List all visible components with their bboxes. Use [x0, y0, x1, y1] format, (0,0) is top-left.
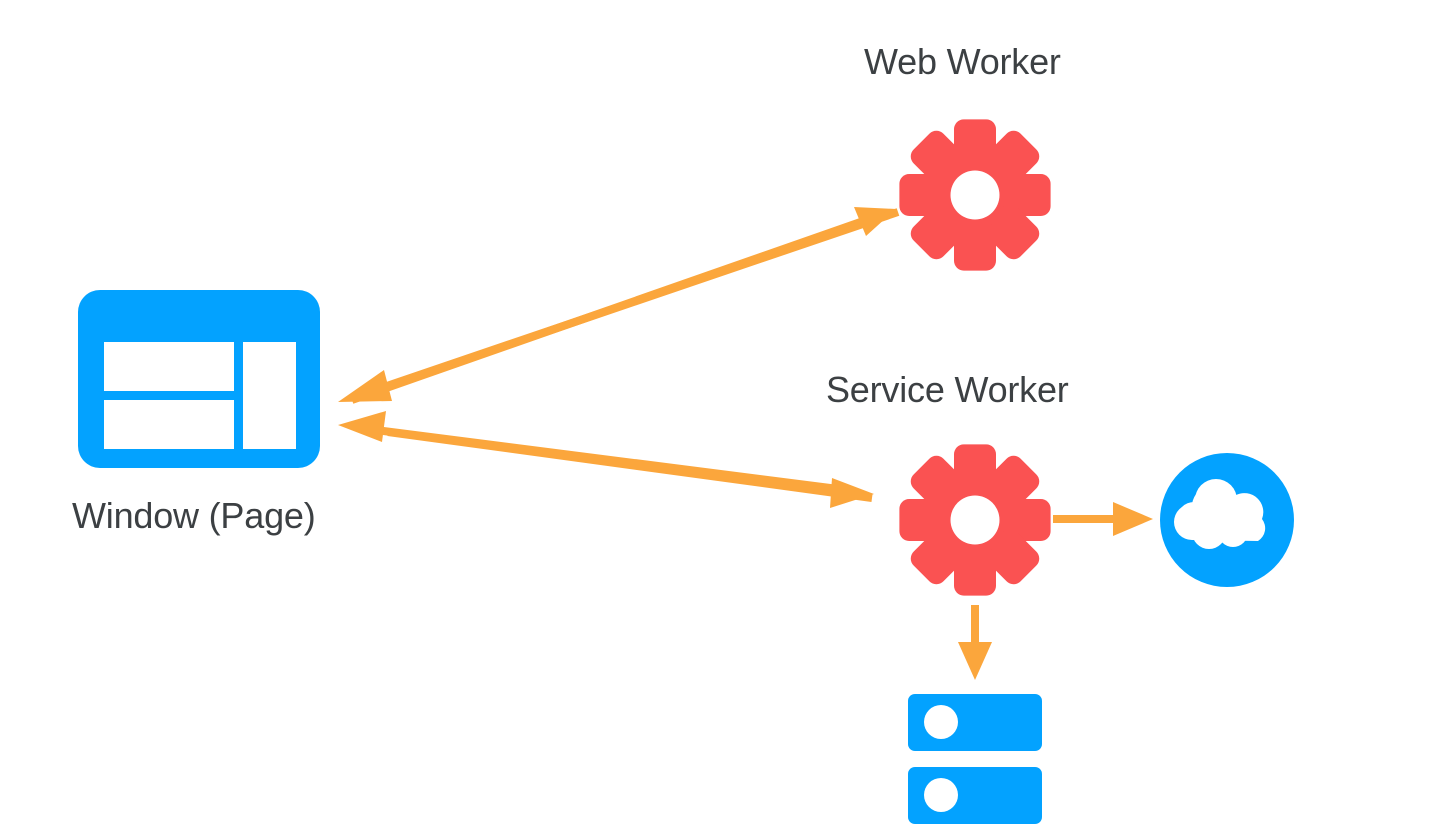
- connector-window-to-service-worker[interactable]: [338, 411, 874, 508]
- database-row-bottom: [908, 767, 1042, 824]
- connector-service-worker-to-cache[interactable]: [958, 605, 992, 680]
- label-service-worker: Service Worker: [826, 369, 1069, 410]
- cloud-glyph: [1174, 479, 1266, 549]
- gear-teeth: [899, 444, 1051, 596]
- arrow-service-worker-to-window: [338, 411, 873, 502]
- gear-icon-web-worker[interactable]: [885, 119, 1064, 271]
- cloud-icon[interactable]: [1160, 453, 1294, 587]
- label-web-worker: Web Worker: [864, 41, 1061, 82]
- label-window-page: Window (Page): [72, 495, 316, 536]
- connector-window-to-web-worker[interactable]: [338, 207, 900, 404]
- arrow-web-worker-to-window: [338, 208, 900, 402]
- browser-window-icon[interactable]: [78, 290, 320, 468]
- connectors-layer: [338, 207, 1153, 680]
- database-icon[interactable]: [908, 694, 1042, 824]
- gear-icon-service-worker[interactable]: [899, 444, 1051, 596]
- connector-service-worker-to-network[interactable]: [1053, 502, 1153, 536]
- gear-teeth: [899, 119, 1051, 271]
- database-row-top: [908, 694, 1042, 751]
